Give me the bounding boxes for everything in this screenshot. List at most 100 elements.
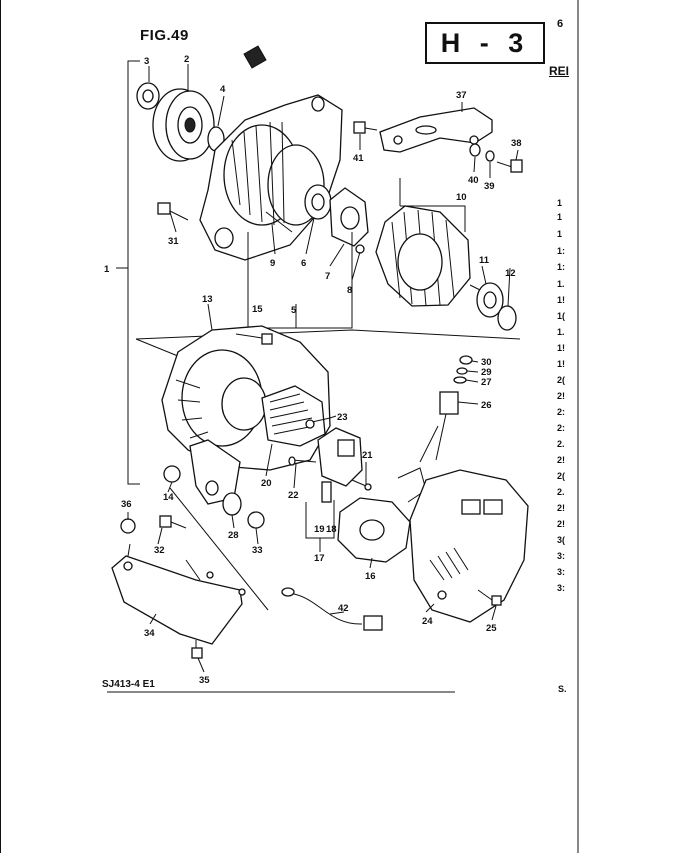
part-22-screw	[288, 456, 317, 466]
leader-20	[265, 443, 273, 477]
callout-30: 30	[481, 357, 492, 368]
leader-7	[329, 243, 345, 267]
ref-row: 1	[557, 198, 563, 208]
assembly-guide-line	[169, 487, 269, 611]
callout-5: 5	[291, 305, 297, 316]
callout-29: 29	[481, 367, 492, 378]
part-28-spacer	[222, 492, 242, 516]
part-3-nut	[136, 82, 160, 110]
leader-12	[507, 267, 511, 307]
ref-row: 1:	[557, 262, 566, 272]
part-2-pulley	[152, 88, 215, 162]
callout-42: 42	[338, 603, 349, 614]
part-30-nut	[459, 355, 473, 365]
leader-31	[169, 211, 177, 233]
part-25-bolt	[477, 589, 502, 606]
part-31-bolt	[157, 202, 189, 221]
callout-16: 16	[365, 571, 376, 582]
callout-40: 40	[468, 175, 479, 186]
part-10-rotor	[375, 205, 481, 307]
leader-4	[217, 95, 225, 127]
ref-row: 1.	[557, 327, 565, 337]
page-number: 6	[557, 18, 564, 30]
ref-row: 2!	[557, 503, 566, 513]
ref-row: 2!	[557, 455, 566, 465]
part-29-washer	[456, 367, 468, 375]
callout-41: 41	[353, 153, 364, 164]
part-7-bearing-plate	[329, 187, 369, 247]
callout-7: 7	[325, 271, 330, 282]
part-38-bolt	[496, 159, 523, 173]
ref-row: 1	[557, 212, 563, 222]
callout-32: 32	[154, 545, 165, 556]
callout-22: 22	[288, 490, 299, 501]
part-8-screw	[355, 244, 365, 254]
ref-row: 2(	[557, 471, 566, 481]
callout-25: 25	[486, 623, 497, 634]
callout-18: 18	[326, 524, 337, 535]
part-15-bolt	[235, 333, 273, 345]
part-14-nut	[163, 465, 181, 483]
callout-27: 27	[481, 377, 492, 388]
part-36-nut	[120, 518, 136, 534]
ref-row: 2!	[557, 519, 566, 529]
part-1-bracket	[127, 60, 140, 485]
part-41-bolt	[353, 121, 378, 134]
ref-row: 1!	[557, 343, 566, 353]
leader-16	[369, 557, 373, 569]
part-37-bracket	[379, 107, 493, 153]
part-40-washer	[469, 143, 481, 157]
ref-footer: S.	[558, 684, 567, 694]
leader-38	[515, 149, 519, 161]
callout-14: 14	[163, 492, 174, 503]
part-26-terminal-insulator	[435, 391, 459, 461]
ref-row: 3(	[557, 535, 566, 545]
leader-6	[305, 217, 315, 255]
callout-35: 35	[199, 675, 210, 686]
callout-9: 9	[270, 258, 275, 269]
callout-23: 23	[337, 412, 348, 423]
part-24-rear-cover	[409, 469, 529, 623]
part-12-cover	[497, 305, 517, 331]
callout-36: 36	[121, 499, 132, 510]
part-11-bearing	[476, 282, 504, 318]
callout-28: 28	[228, 530, 239, 541]
leader-42	[329, 611, 345, 615]
part-6-bearing	[304, 184, 332, 220]
callout-15: 15	[252, 304, 263, 315]
ref-column-heading: REI	[549, 64, 570, 78]
callout-20: 20	[261, 478, 272, 489]
callout-10: 10	[456, 192, 467, 203]
leader-26	[457, 401, 479, 405]
figure-title: FIG.49	[140, 27, 189, 44]
ref-row: 2!	[557, 391, 566, 401]
leader-8	[351, 251, 361, 281]
leader-27	[465, 379, 479, 383]
leader-13	[207, 303, 213, 331]
part-32-bolt	[159, 515, 187, 529]
leader-32	[157, 527, 163, 545]
callout-38: 38	[511, 138, 522, 149]
callout-12: 12	[505, 268, 516, 279]
leader-9	[271, 223, 276, 255]
ref-row: 1	[557, 229, 563, 239]
callout-31: 31	[168, 236, 179, 247]
callout-4: 4	[220, 84, 226, 95]
ref-row: 3:	[557, 551, 566, 561]
callout-34: 34	[144, 628, 155, 639]
part-19-brush	[321, 481, 332, 503]
ref-row: 1:	[557, 246, 566, 256]
callout-3: 3	[144, 56, 149, 67]
callout-2: 2	[184, 54, 189, 65]
part-20-regulator	[261, 385, 326, 447]
callout-24: 24	[422, 616, 433, 627]
leader-22	[293, 463, 297, 489]
group-divider-line	[135, 329, 521, 340]
part-33-nut	[247, 511, 265, 529]
leader-25	[491, 605, 497, 621]
ref-row: 1.	[557, 279, 565, 289]
sheet-code-box: H - 3	[425, 22, 545, 64]
callout-21: 21	[362, 450, 373, 461]
